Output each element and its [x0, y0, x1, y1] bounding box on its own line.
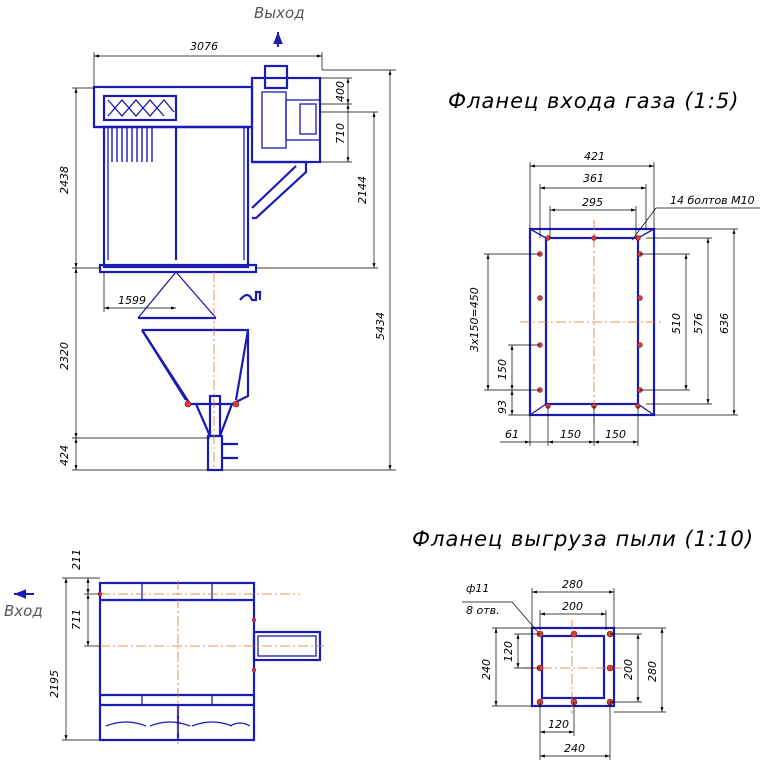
dim-dust-280-v: 280 [646, 661, 659, 682]
dim-2144: 2144 [356, 176, 369, 204]
dim-295: 295 [582, 196, 603, 209]
dim-2320: 2320 [58, 342, 71, 370]
dust-flange-holes [536, 630, 614, 706]
dim-2438: 2438 [58, 166, 71, 194]
dim-dust-120-h: 120 [548, 718, 569, 731]
inlet-label: Вход [4, 602, 43, 620]
dim-510: 510 [670, 313, 683, 334]
dim-150-vert: 150 [496, 359, 509, 380]
dim-421: 421 [584, 150, 605, 163]
gas-flange-title: Фланец входа газа (1:5) [448, 89, 740, 113]
dim-5434: 5434 [374, 312, 387, 340]
plan-view: Вход 211 711 2195 [4, 549, 324, 744]
holes-dia: ф11 [466, 582, 489, 595]
main-side-view: Выход 3076 [58, 4, 396, 472]
outlet-label: Выход [254, 4, 305, 22]
dim-211: 211 [70, 549, 83, 570]
dim-710: 710 [334, 123, 347, 144]
dim-93: 93 [496, 400, 509, 414]
gas-flange-bolts [537, 235, 643, 409]
dim-61: 61 [505, 428, 519, 441]
dust-flange-title: Фланец выгруза пыли (1:10) [412, 527, 754, 551]
dim-width-3076: 3076 [190, 40, 218, 53]
dust-discharge-flange: Фланец выгруза пыли (1:10) ф11 8 отв. 28… [412, 527, 754, 760]
bolts-note: 14 болтов М10 [670, 194, 755, 207]
dim-400: 400 [334, 81, 347, 102]
dim-2195: 2195 [48, 670, 61, 698]
dim-pitch: 3x150=450 [468, 287, 481, 352]
dim-dust-240-h: 240 [564, 742, 585, 755]
dim-dust-200: 200 [562, 600, 583, 613]
dim-150-b: 150 [605, 428, 626, 441]
dim-424: 424 [58, 445, 71, 466]
dim-361: 361 [583, 172, 604, 185]
dim-711: 711 [70, 609, 83, 630]
holes-count: 8 отв. [466, 604, 500, 617]
dim-dust-280: 280 [562, 578, 583, 591]
dim-dust-240-v: 240 [480, 659, 493, 680]
dim-576: 576 [692, 313, 705, 334]
gas-inlet-flange: Фланец входа газа (1:5) 421 361 295 [448, 89, 760, 446]
dim-dust-120-v: 120 [502, 641, 515, 662]
dim-dust-200-v: 200 [622, 659, 635, 680]
dim-1599: 1599 [118, 294, 146, 307]
dim-636: 636 [718, 313, 731, 334]
dim-150-a: 150 [560, 428, 581, 441]
